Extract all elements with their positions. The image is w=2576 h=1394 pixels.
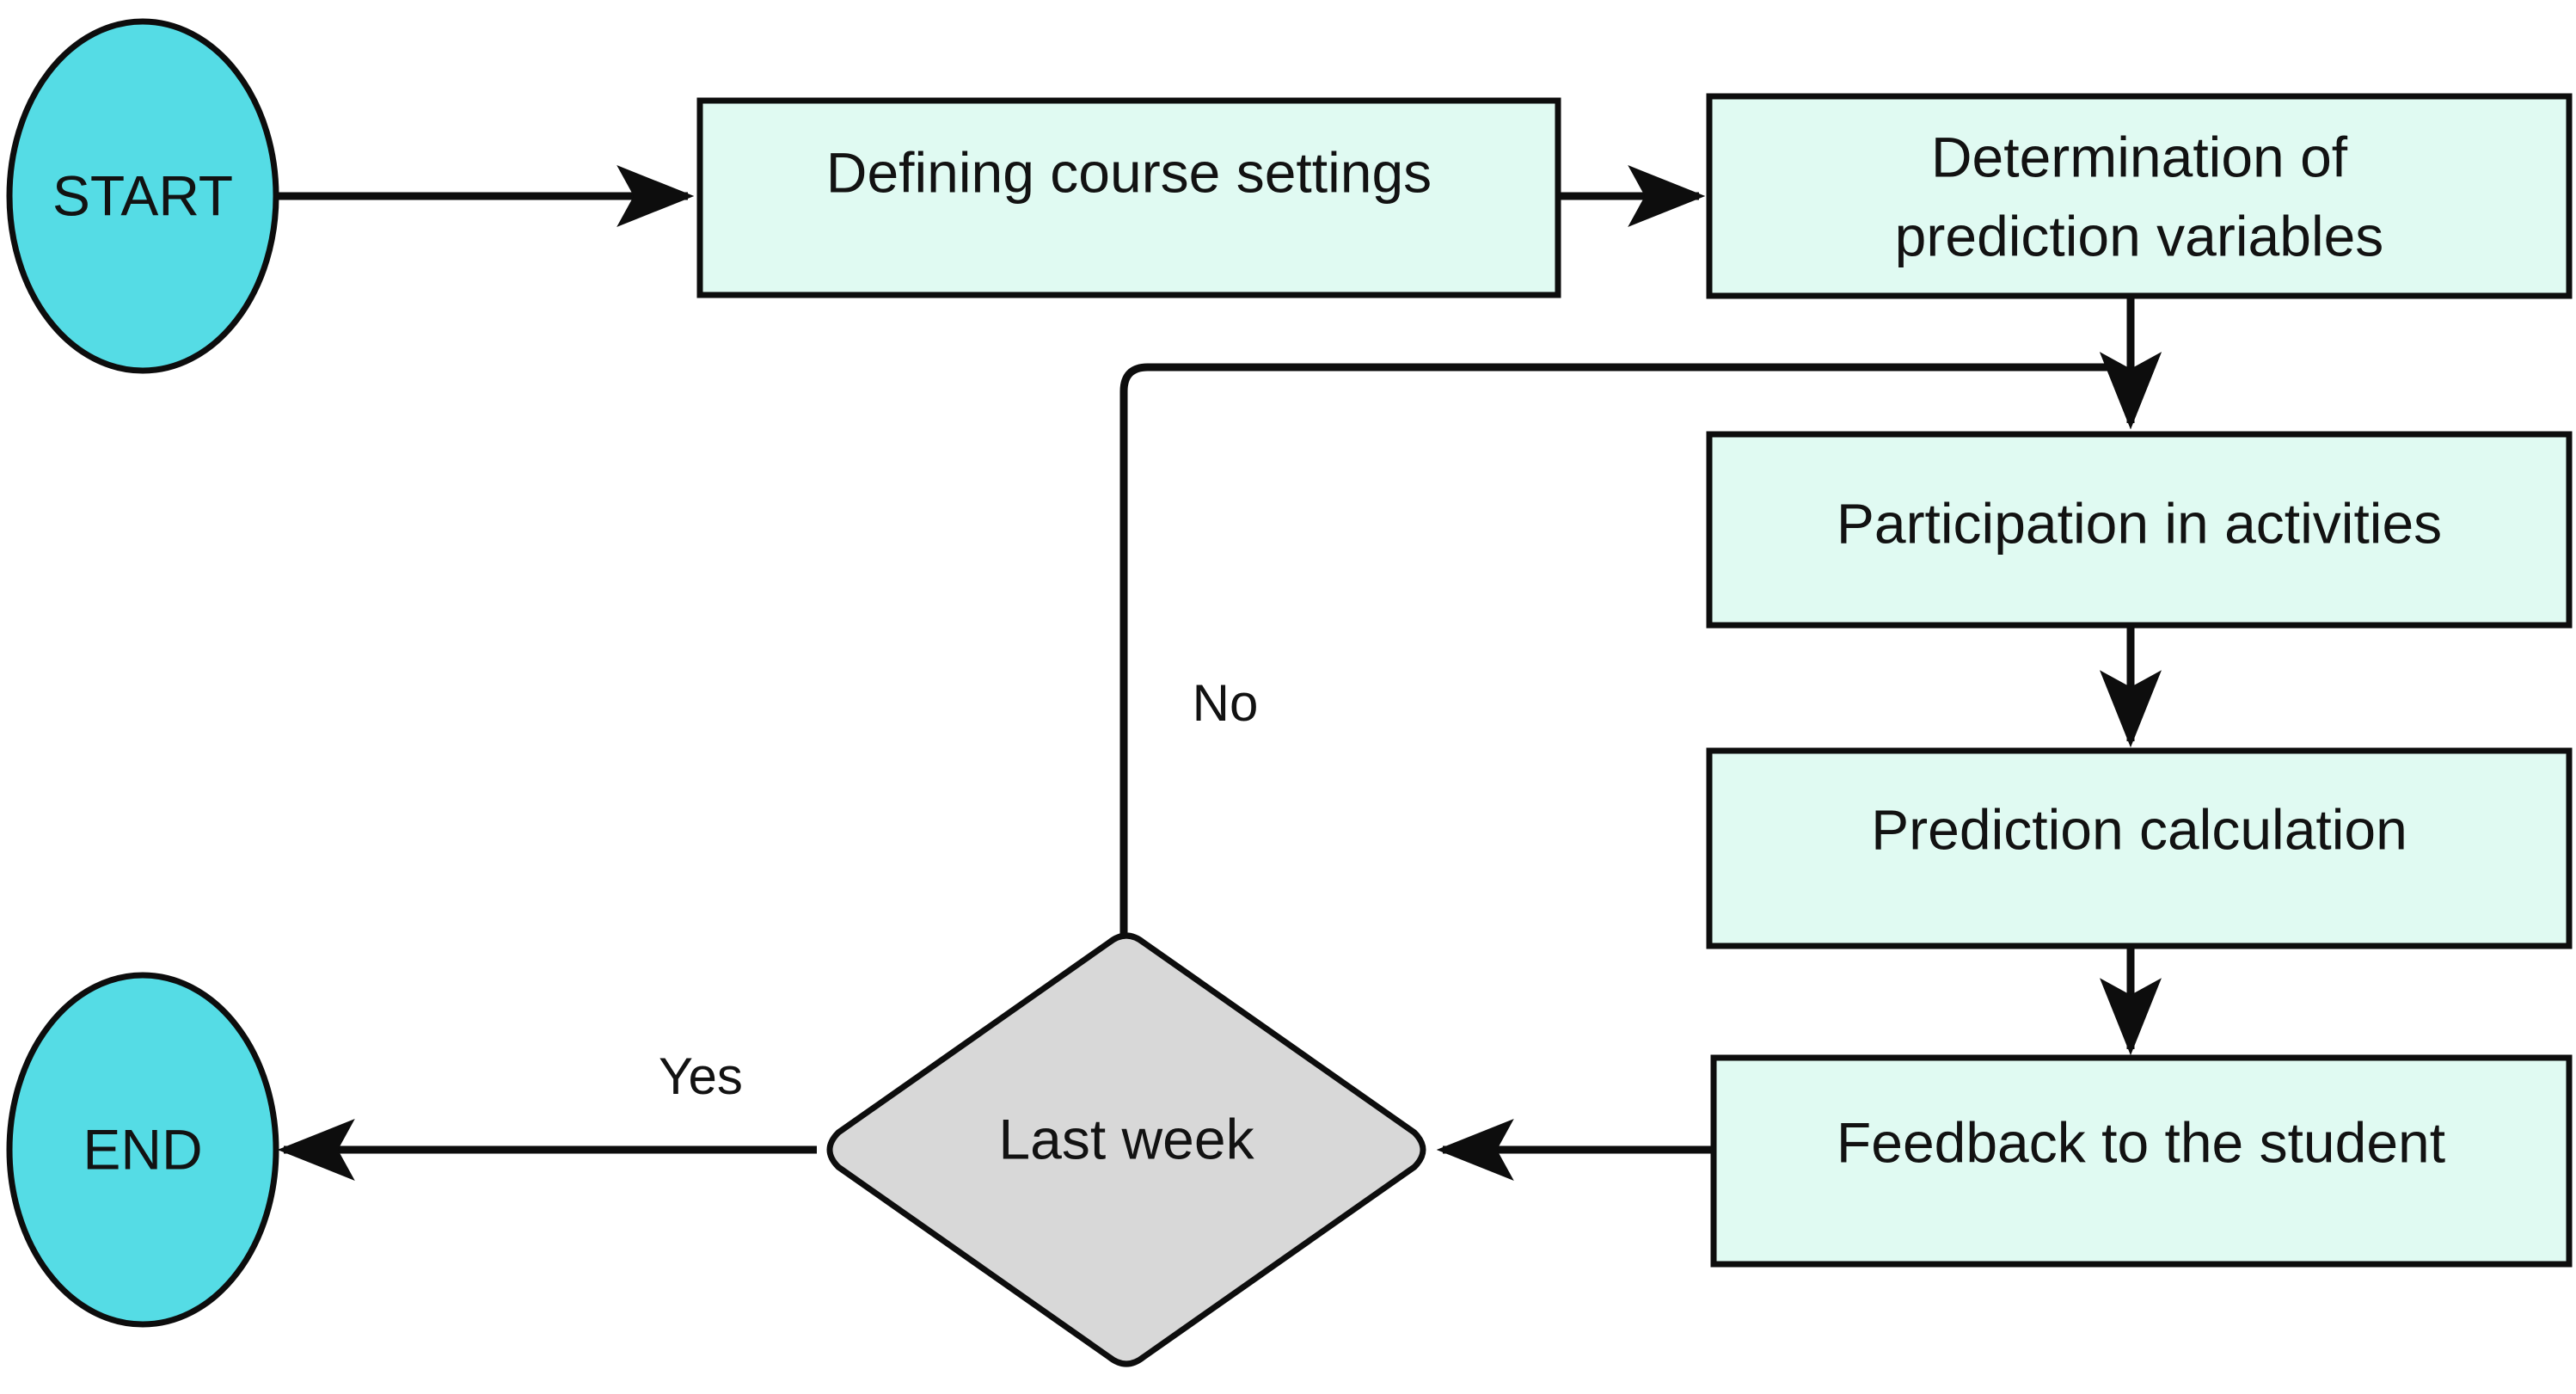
node-prediction-calculation[interactable]: Prediction calculation	[1706, 747, 2573, 949]
feedback-label: Feedback to the student	[1837, 1110, 2445, 1174]
start-label: START	[52, 163, 233, 227]
edge-label-no: No	[1193, 674, 1259, 732]
variables-box[interactable]	[1706, 93, 2573, 299]
participation-box[interactable]	[1706, 431, 2573, 629]
start-ellipse[interactable]	[6, 18, 279, 374]
end-label: END	[83, 1117, 202, 1181]
prediction-label: Prediction calculation	[1871, 797, 2407, 861]
node-participation-in-activities[interactable]: Participation in activities	[1706, 431, 2573, 629]
node-feedback-to-the-student[interactable]: Feedback to the student	[1710, 1054, 2573, 1268]
node-end[interactable]: END	[6, 972, 279, 1328]
node-start[interactable]: START	[6, 18, 279, 374]
end-ellipse[interactable]	[6, 972, 279, 1328]
variables-label-line1: Determination of	[1931, 125, 2348, 188]
decision-label: Last week	[998, 1107, 1254, 1170]
edge-label-yes: Yes	[659, 1047, 743, 1105]
edge-decision-to-participation-no	[1119, 352, 2162, 939]
settings-label: Defining course settings	[826, 140, 1432, 204]
settings-box[interactable]	[696, 97, 1561, 298]
decision-diamond[interactable]	[826, 932, 1426, 1367]
node-defining-course-settings[interactable]: Defining course settings	[696, 97, 1561, 298]
feedback-box[interactable]	[1710, 1054, 2573, 1268]
node-last-week-decision[interactable]: Last week	[826, 932, 1426, 1367]
participation-label: Participation in activities	[1837, 491, 2442, 555]
variables-label-line2: prediction variables	[1895, 204, 2384, 267]
node-determination-of-prediction-variables[interactable]: Determination of prediction variables	[1706, 93, 2573, 299]
prediction-box[interactable]	[1706, 747, 2573, 949]
